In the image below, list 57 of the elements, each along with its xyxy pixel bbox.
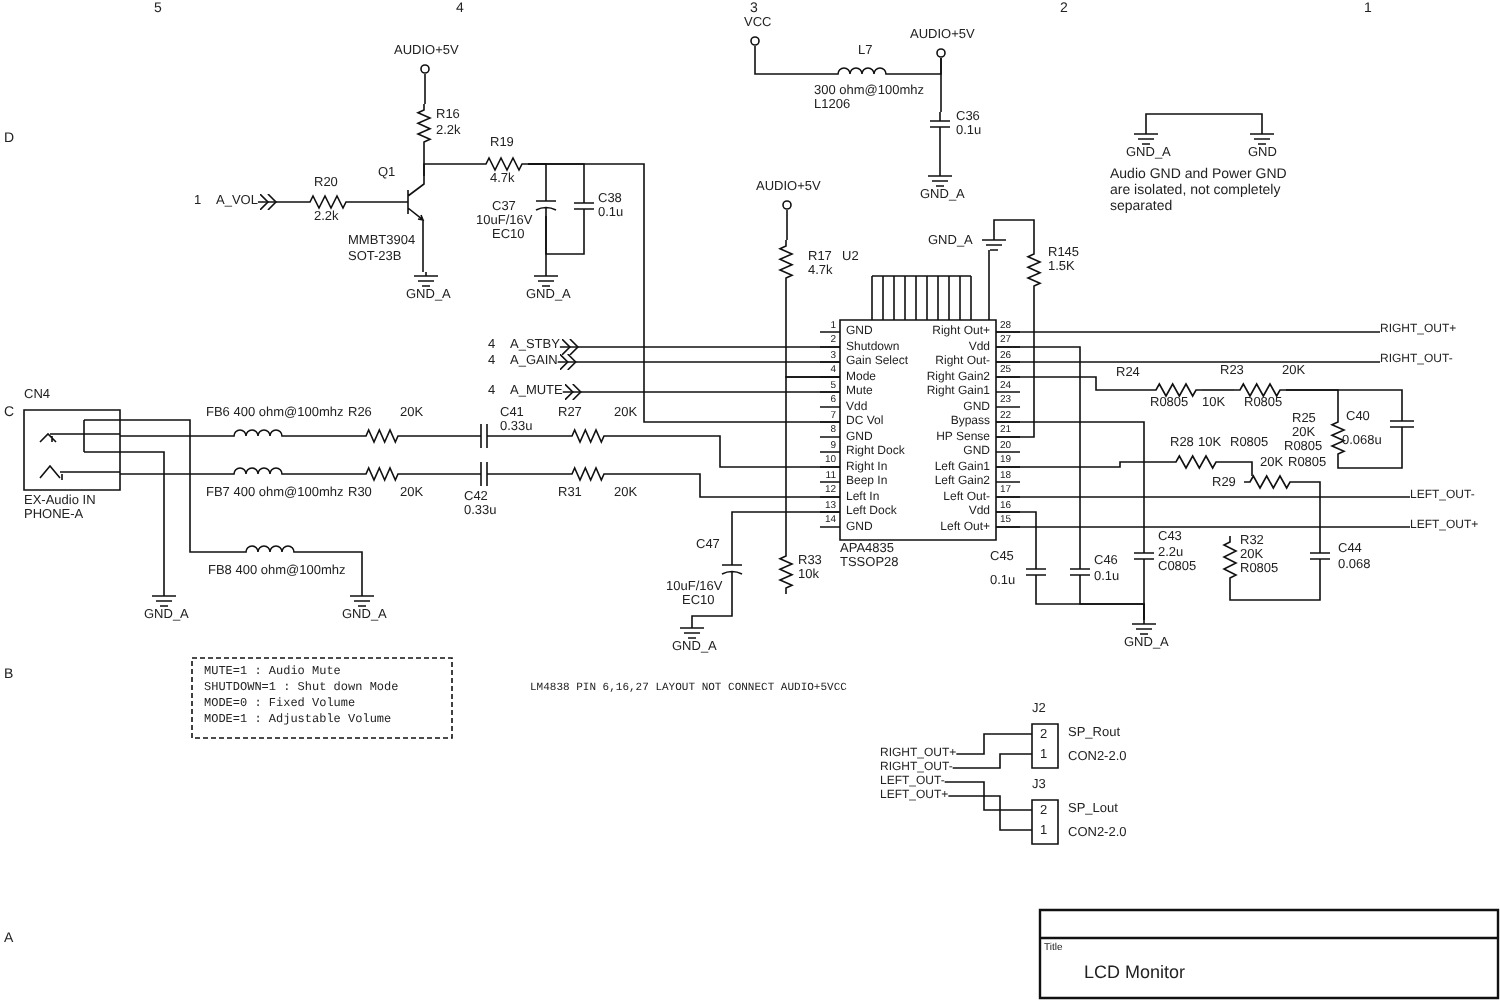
wire bbox=[939, 135, 941, 173]
wire bbox=[119, 419, 245, 553]
wire bbox=[545, 215, 585, 255]
wire bbox=[995, 526, 1411, 528]
wire bbox=[403, 435, 477, 437]
wire bbox=[295, 551, 363, 593]
wire bbox=[786, 209, 788, 241]
wire bbox=[995, 376, 1151, 391]
wire bbox=[119, 473, 231, 475]
wire bbox=[422, 227, 424, 273]
wire bbox=[995, 361, 1381, 363]
wire bbox=[527, 163, 841, 423]
title-block bbox=[1040, 910, 1498, 998]
wire bbox=[403, 473, 477, 475]
wire bbox=[609, 435, 841, 468]
wire bbox=[423, 163, 481, 177]
wire bbox=[943, 781, 1033, 811]
wire bbox=[609, 473, 841, 498]
wire bbox=[491, 473, 567, 475]
wire bbox=[691, 579, 733, 625]
title-text: LCD Monitor bbox=[1084, 964, 1186, 982]
wire bbox=[119, 435, 231, 437]
wire bbox=[1221, 461, 1253, 477]
wire bbox=[947, 795, 1033, 831]
wire bbox=[285, 435, 361, 437]
wire bbox=[995, 511, 1037, 561]
wire bbox=[424, 73, 426, 105]
wire bbox=[993, 219, 1035, 249]
wire bbox=[556, 353, 841, 371]
wire bbox=[754, 45, 831, 75]
wire bbox=[559, 338, 841, 356]
wire bbox=[1295, 481, 1321, 545]
wire bbox=[995, 421, 1145, 545]
wire bbox=[1145, 113, 1263, 131]
wire bbox=[561, 383, 841, 401]
wire bbox=[491, 435, 567, 437]
note-box bbox=[192, 658, 452, 738]
wire bbox=[1337, 433, 1403, 469]
wire bbox=[995, 346, 1081, 561]
wire bbox=[940, 57, 942, 113]
wire bbox=[988, 249, 990, 321]
wire bbox=[951, 753, 1033, 769]
wire bbox=[995, 291, 1035, 438]
wire bbox=[785, 376, 841, 551]
wire bbox=[1229, 567, 1321, 601]
wire bbox=[1201, 389, 1235, 391]
wire bbox=[995, 461, 1171, 468]
wire bbox=[351, 201, 401, 203]
wire bbox=[955, 733, 1033, 755]
wire bbox=[995, 496, 1411, 498]
wire bbox=[731, 511, 841, 557]
wire bbox=[285, 473, 361, 475]
wire bbox=[1079, 583, 1145, 621]
wire bbox=[119, 451, 165, 593]
wire bbox=[257, 193, 305, 211]
wire bbox=[995, 331, 1381, 333]
wire bbox=[1285, 389, 1403, 415]
